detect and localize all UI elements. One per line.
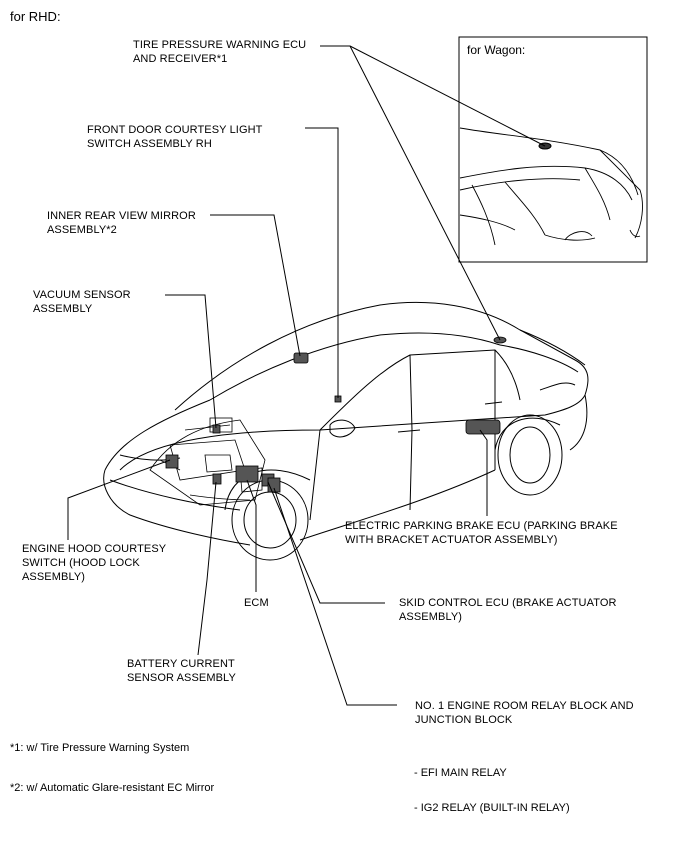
wagon-roof-drawing (459, 127, 643, 246)
vacuum-sensor-marker (212, 424, 221, 434)
sedan-body (103, 301, 589, 561)
label-battery-sensor: BATTERY CURRENT SENSOR ASSEMBLY (127, 658, 236, 684)
label-relay-block: NO. 1 ENGINE ROOM RELAY BLOCK AND JUNCTI… (415, 700, 634, 726)
wagon-inset-title: for Wagon: (467, 43, 526, 57)
relay-item: - IG2 RELAY (BUILT-IN RELAY) (414, 802, 570, 814)
leader-lines (67, 45, 546, 706)
label-hood-switch: ENGINE HOOD COURTESY SWITCH (HOOD LOCK A… (22, 543, 167, 583)
parking-brake-ecu-marker (465, 419, 501, 435)
relay-item: - EFI MAIN RELAY (414, 767, 507, 779)
wagon-inset-frame (458, 36, 648, 263)
battery-sensor-marker (212, 473, 222, 485)
label-ecm: ECM (244, 597, 269, 609)
label-tpw-ecu: TIRE PRESSURE WARNING ECU AND RECEIVER*1 (133, 39, 307, 65)
label-mirror: INNER REAR VIEW MIRROR ASSEMBLY*2 (47, 210, 196, 236)
footnote: *2: w/ Automatic Glare-resistant EC Mirr… (10, 782, 215, 794)
mirror-marker (293, 352, 309, 364)
label-skid-control-ecu: SKID CONTROL ECU (BRAKE ACTUATOR ASSEMBL… (399, 597, 617, 623)
hood-switch-marker (165, 454, 179, 469)
label-vacuum-sensor: VACUUM SENSOR ASSEMBLY (33, 289, 131, 315)
page-title: for RHD: (10, 9, 61, 24)
label-front-door-switch: FRONT DOOR COURTESY LIGHT SWITCH ASSEMBL… (87, 124, 263, 150)
ecm-marker (235, 465, 259, 483)
footnote: *1: w/ Tire Pressure Warning System (10, 742, 190, 754)
label-parking-brake-ecu: ELECTRIC PARKING BRAKE ECU (PARKING BRAK… (345, 520, 618, 546)
